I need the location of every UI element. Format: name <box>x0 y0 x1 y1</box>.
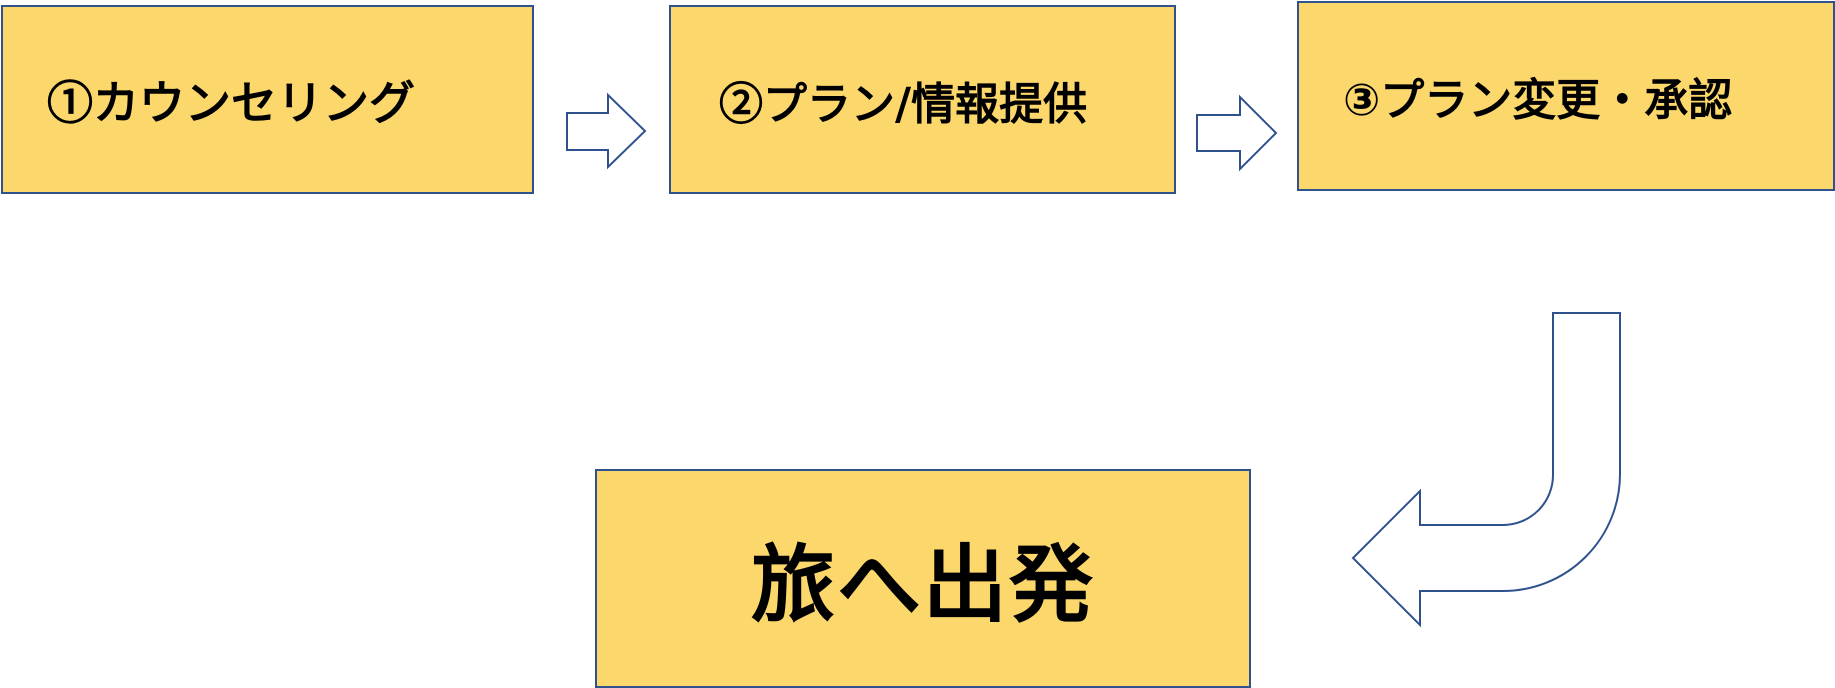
step-1-label: ①カウンセリング <box>47 75 415 130</box>
step-3-box: ③プラン変更・承認 <box>1297 1 1835 191</box>
bent-down-left-arrow-icon <box>1351 312 1621 628</box>
right-arrow-icon <box>566 92 647 170</box>
final-step-label: 旅へ出発 <box>750 536 1095 634</box>
right-arrow-icon <box>1196 94 1278 172</box>
final-step-box: 旅へ出発 <box>595 469 1251 688</box>
step-1-box: ①カウンセリング <box>1 5 534 194</box>
step-2-label: ②プラン/情報提供 <box>719 78 1088 130</box>
step-2-box: ②プラン/情報提供 <box>669 5 1176 194</box>
step-3-label: ③プラン変更・承認 <box>1343 75 1733 126</box>
